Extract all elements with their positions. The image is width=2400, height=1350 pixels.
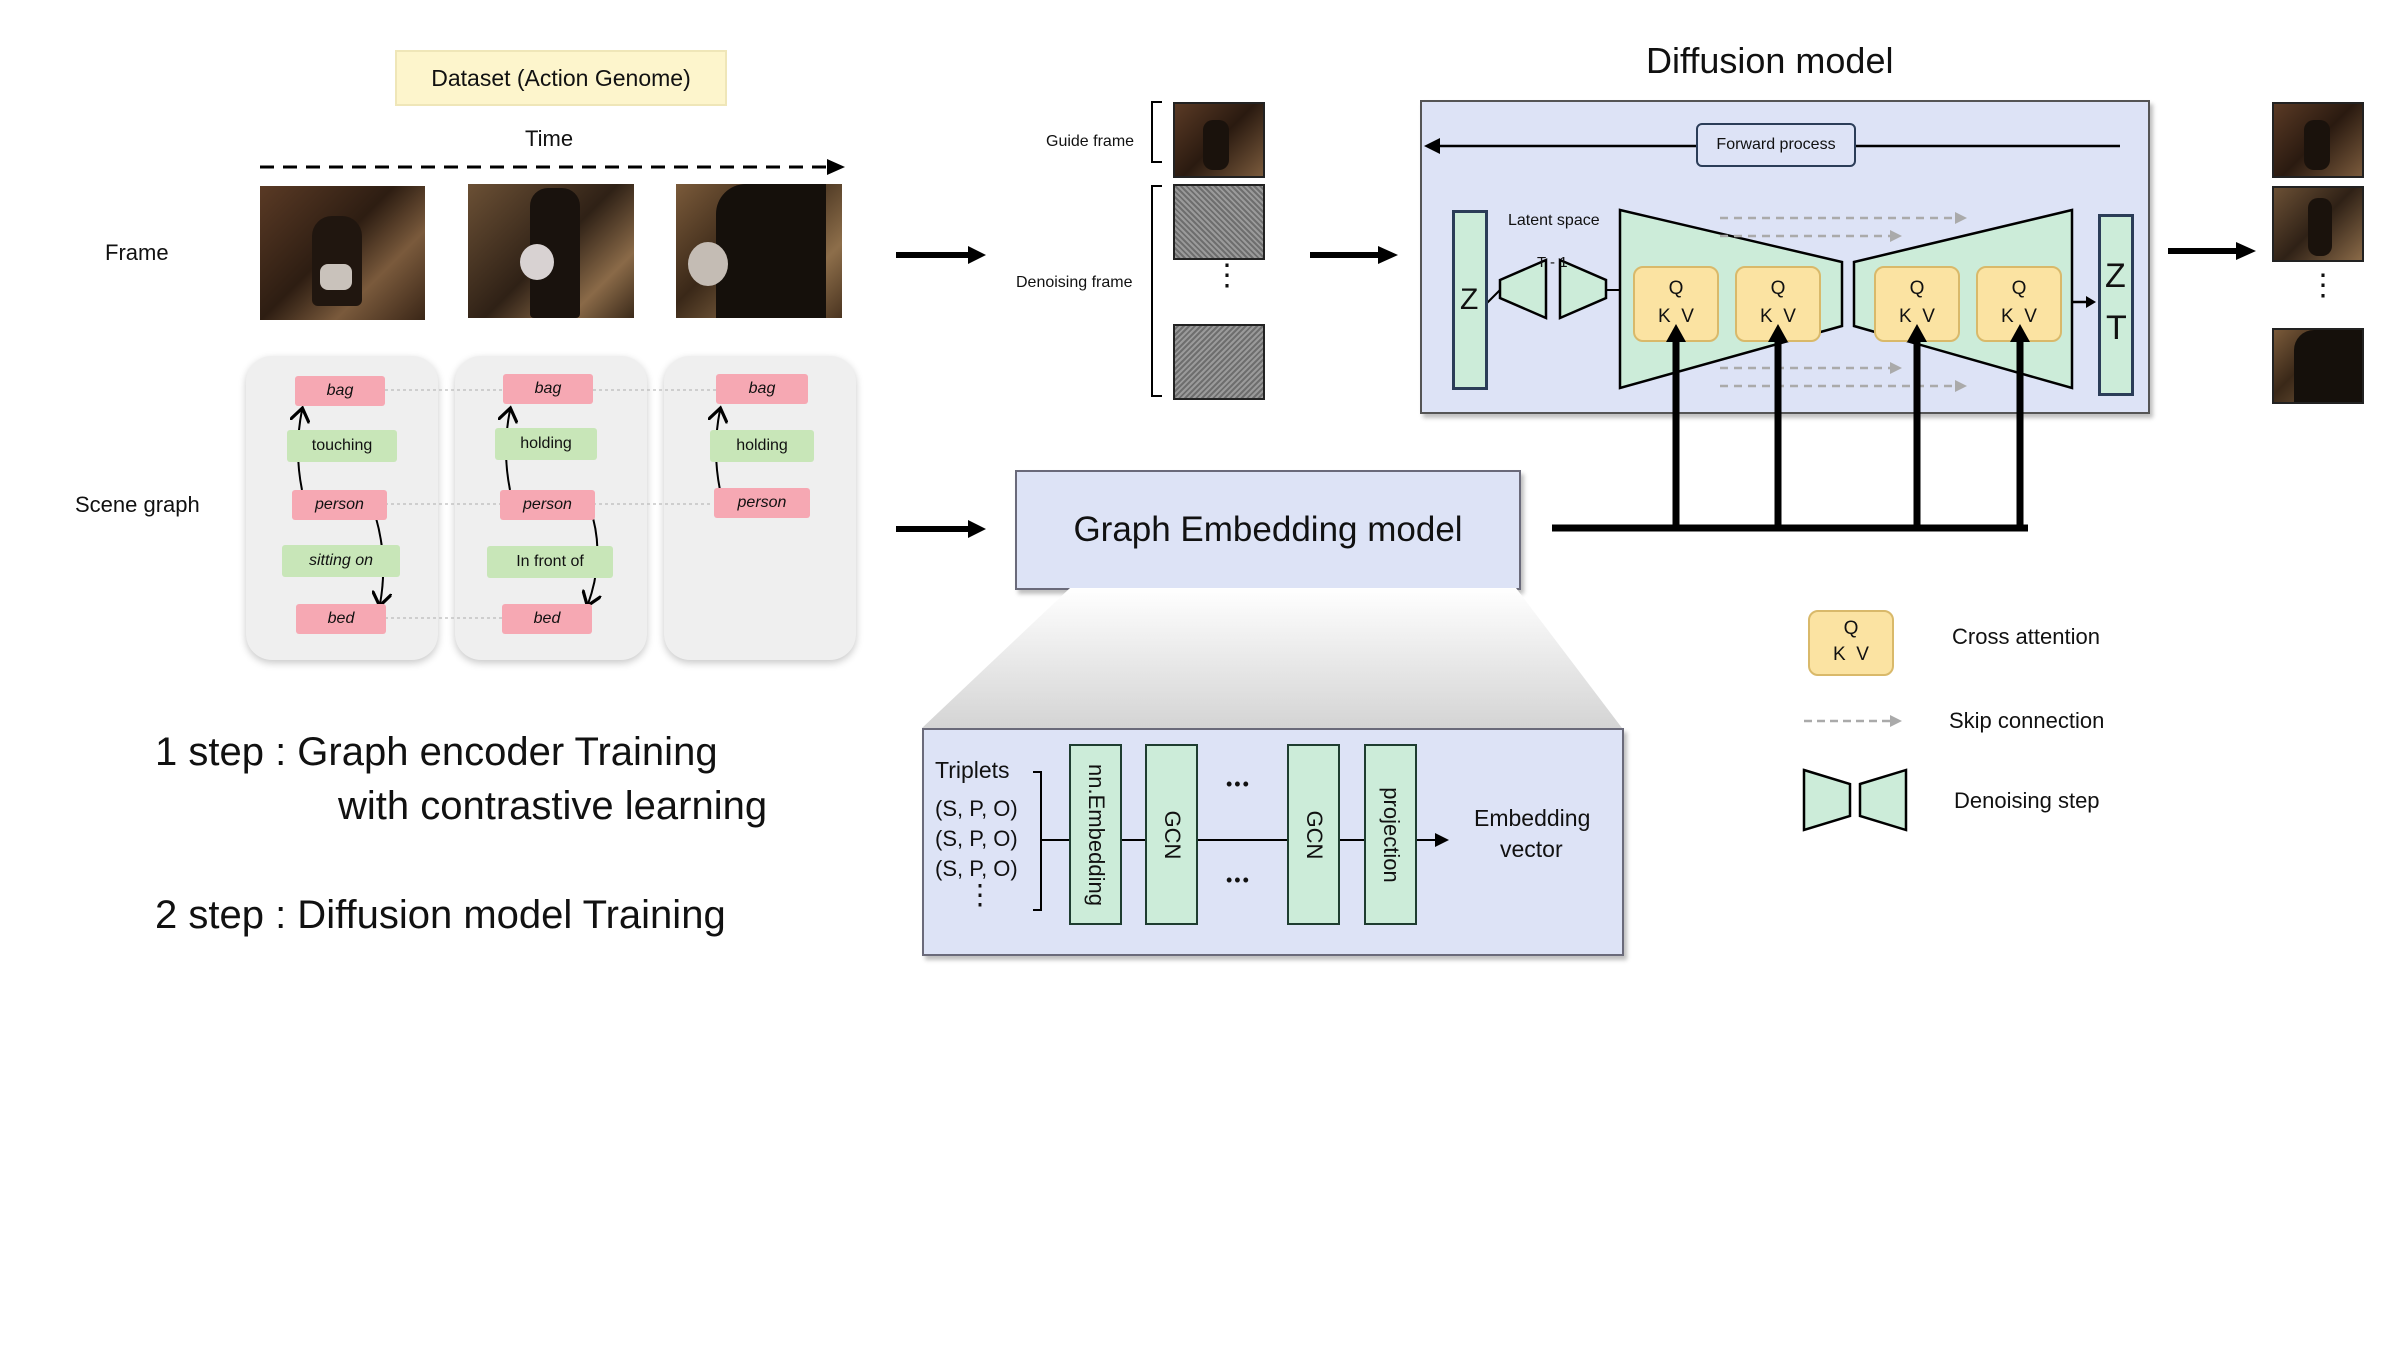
relation-3a: holding [710,430,814,462]
zoom-funnel [922,588,1622,728]
layer-gcn-2: GCN [1287,744,1340,925]
scene-graph-label: Scene graph [75,492,200,517]
triplet-3: (S, P, O) [935,856,1018,881]
relation-1b: sitting on [282,545,400,577]
relation-1a: touching [287,430,397,462]
legend-cross-attention-icon: Q K V [1808,610,1894,676]
denoising-frame-label: Denoising frame [1016,274,1133,291]
relation-2b: In front of [487,546,613,578]
graph-to-embedding-arrow [896,520,986,538]
output-frame-1 [2272,102,2364,178]
video-frame-3 [676,184,842,318]
video-frame-2 [468,184,634,318]
guide-frame-label: Guide frame [1046,133,1135,150]
output-ellipsis: ⋮ [2308,269,2338,302]
embedding-connectors [1033,771,1449,911]
node-bed-1: bed [296,604,386,634]
triplet-ellipsis: ⋮ [966,879,994,910]
output-arrow [2168,242,2256,260]
node-person-1: person [292,490,387,520]
graph-embedding-model-box: Graph Embedding model [1015,470,1521,590]
legend-skip-connection-icon [1804,715,1902,727]
dataset-title: Dataset (Action Genome) [395,50,727,106]
latent-zt-bar: Z T [2098,214,2134,396]
embedding-vector-line-1: Embedding [1474,805,1591,831]
time-label: Time [525,126,574,151]
scene-graph-connectors [0,389,900,619]
t-minus-1-label: T - 1 [1537,254,1568,271]
node-person-2: person [500,490,595,520]
cross-attention-block-2: Q K V [1735,266,1821,342]
triplets-label: Triplets [935,757,1010,783]
conditioning-wires [1552,324,2030,532]
layer-ellipsis-bottom: ••• [1226,870,1251,890]
forward-process-label: Forward process [1696,123,1856,167]
frame-to-input-arrow [896,246,986,264]
embedding-detail-box [922,728,1624,956]
step-1-line-2: with contrastive learning [338,784,768,828]
layer-nn-embedding: nn.Embedding [1069,744,1122,925]
latent-z-bar: Z [1452,210,1488,390]
legend-cross-attention-label: Cross attention [1952,624,2100,649]
input-brackets [1151,101,1162,397]
guide-frame-image [1173,102,1265,178]
video-frame-1 [260,186,425,320]
legend-skip-connection-label: Skip connection [1949,708,2105,733]
relation-2a: holding [495,428,597,460]
node-person-3: person [714,488,810,518]
input-to-diffusion-arrow [1310,246,1398,264]
noise-frame-2 [1173,324,1265,400]
triplet-1: (S, P, O) [935,796,1018,821]
node-bed-2: bed [502,604,592,634]
noise-frame-1 [1173,184,1265,260]
time-arrow [260,159,845,175]
legend-denoising-step-icon [1802,768,1908,832]
layer-ellipsis-top: ••• [1226,774,1251,794]
layer-gcn-1: GCN [1145,744,1198,925]
output-frame-2 [2272,186,2364,262]
triplet-2: (S, P, O) [935,826,1018,851]
step-1-line-1: 1 step : Graph encoder Training [155,730,718,774]
node-bag-2: bag [503,374,593,404]
step-2: 2 step : Diffusion model Training [155,893,726,937]
node-bag-3: bag [716,374,808,404]
input-ellipsis: ⋮ [1212,259,1242,292]
diffusion-title: Diffusion model [1646,40,1894,81]
frame-label: Frame [105,240,169,265]
layer-projection: projection [1364,744,1417,925]
node-bag-1: bag [295,376,385,406]
latent-space-label: Latent space [1508,212,1600,229]
output-frame-3 [2272,328,2364,404]
legend-denoising-step-label: Denoising step [1954,788,2100,813]
embedding-vector-line-2: vector [1500,836,1563,862]
